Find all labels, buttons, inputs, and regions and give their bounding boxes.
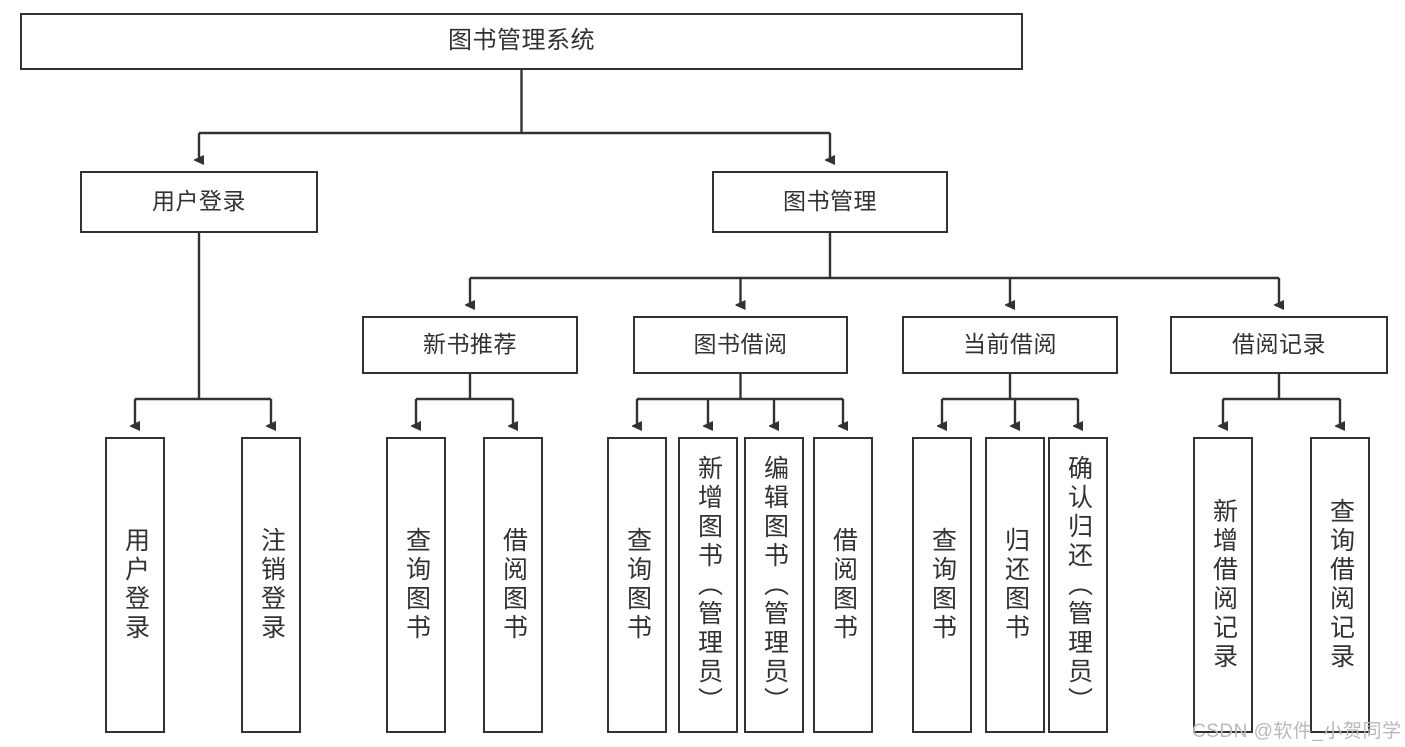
node-c-confirm[interactable]: 确认归还（管理员） [1048,437,1108,733]
node-l-login[interactable]: 用户登录 [105,437,165,733]
csdn-watermark: CSDN @软件_小贺同学 [1192,721,1402,742]
node-b-lend[interactable]: 借阅图书 [813,437,873,733]
node-bookmgmt[interactable]: 图书管理 [712,171,948,233]
node-label: 借阅记录 [1232,331,1326,358]
node-label: 查询图书 [402,527,431,643]
node-n-query[interactable]: 查询图书 [386,437,446,733]
node-r-query[interactable]: 查询借阅记录 [1310,437,1370,733]
node-label: 编辑图书（管理员） [760,454,789,716]
node-b-edit[interactable]: 编辑图书（管理员） [744,437,804,733]
node-label: 新增图书（管理员） [694,454,723,716]
node-label: 归还图书 [1001,527,1030,643]
node-b-query[interactable]: 查询图书 [607,437,667,733]
node-label: 当前借阅 [963,331,1057,358]
node-label: 借阅图书 [499,527,528,643]
node-label: 图书管理系统 [448,27,595,55]
node-label: 用户登录 [152,188,246,215]
node-label: 新书推荐 [423,331,517,358]
node-login[interactable]: 用户登录 [80,171,318,233]
node-borrow[interactable]: 图书借阅 [633,316,848,374]
node-n-borrow[interactable]: 借阅图书 [483,437,543,733]
node-l-logout[interactable]: 注销登录 [241,437,301,733]
node-c-query[interactable]: 查询图书 [912,437,972,733]
node-label: 图书管理 [783,188,877,215]
node-c-return[interactable]: 归还图书 [985,437,1045,733]
node-label: 用户登录 [121,527,150,643]
node-label: 查询图书 [928,527,957,643]
node-label: 确认归还（管理员） [1064,454,1093,716]
node-root[interactable]: 图书管理系统 [20,13,1023,70]
node-r-add[interactable]: 新增借阅记录 [1193,437,1253,733]
node-label: 图书借阅 [693,331,788,358]
node-records[interactable]: 借阅记录 [1170,316,1388,374]
node-newbook[interactable]: 新书推荐 [362,316,578,374]
node-label: 借阅图书 [829,527,858,643]
node-label: 查询图书 [623,527,652,643]
node-label: 查询借阅记录 [1326,498,1355,672]
node-b-add[interactable]: 新增图书（管理员） [678,437,738,733]
node-label: 新增借阅记录 [1209,498,1238,672]
node-label: 注销登录 [257,527,286,643]
node-current[interactable]: 当前借阅 [902,316,1118,374]
